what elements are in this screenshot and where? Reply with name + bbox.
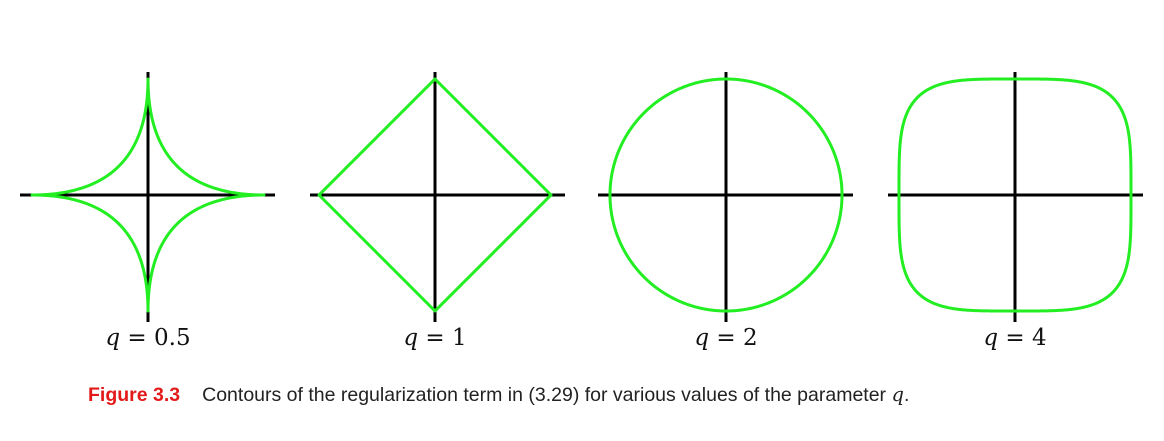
figure-caption: Figure 3.3 Contours of the regularization… bbox=[88, 383, 909, 407]
contour-curve bbox=[608, 77, 844, 313]
panel-q-2 bbox=[598, 72, 853, 322]
panel-q-0.5 bbox=[20, 72, 275, 322]
contour-curve bbox=[897, 77, 1133, 313]
caption-variable: q bbox=[891, 383, 904, 406]
figure-label: Figure 3.3 bbox=[88, 384, 181, 406]
contour-curve bbox=[317, 77, 553, 313]
panel-label-q-4: q = 4 bbox=[983, 325, 1047, 351]
panel-q-4 bbox=[888, 72, 1143, 322]
panel-label-q-0.5: q = 0.5 bbox=[105, 325, 191, 351]
caption-end: . bbox=[903, 384, 910, 406]
panel-q-1 bbox=[310, 72, 565, 322]
caption-text: Contours of the regularization term in (… bbox=[202, 384, 892, 406]
panel-label-q-1: q = 1 bbox=[403, 325, 467, 351]
panel-label-q-2: q = 2 bbox=[694, 325, 758, 351]
contour-curve bbox=[30, 77, 266, 313]
